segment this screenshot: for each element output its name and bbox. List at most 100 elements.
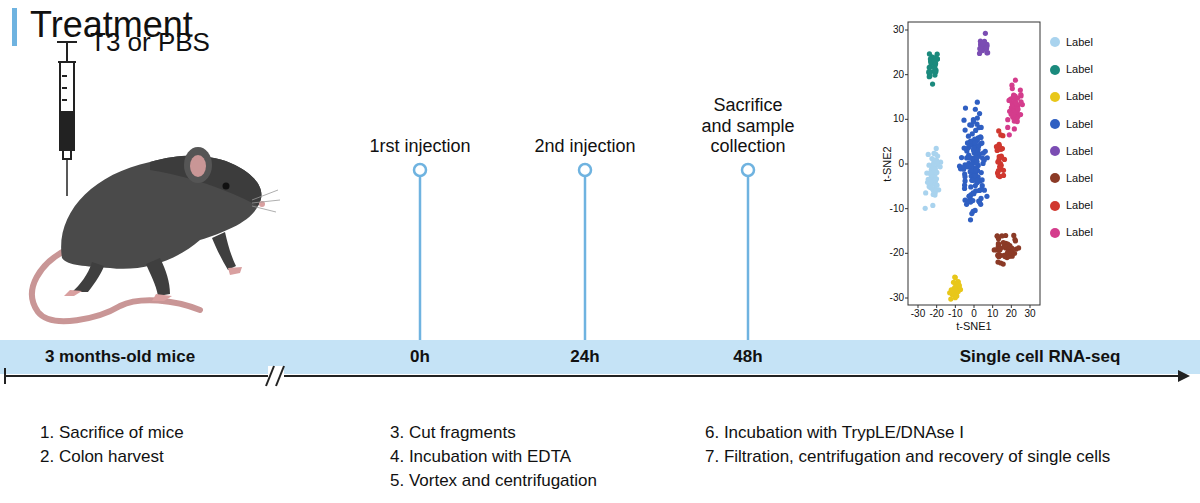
tsne-point — [968, 184, 973, 189]
tick — [1030, 305, 1031, 308]
tsne-point — [927, 65, 932, 70]
tsne-point — [973, 183, 978, 188]
tsne-point — [933, 177, 938, 182]
protocol-step: 6. Incubation with TrypLE/DNAse I — [705, 423, 964, 443]
tsne-point — [1005, 117, 1010, 122]
legend-entry: Label — [1050, 118, 1093, 131]
tsne-point — [968, 217, 973, 222]
tsne-point — [977, 111, 982, 116]
protocol-step: 3. Cut fragments — [390, 423, 516, 443]
tick — [905, 119, 908, 120]
tsne-point — [959, 155, 964, 160]
tsne-point — [971, 119, 976, 124]
tsne-point — [930, 81, 935, 86]
legend-swatch — [1050, 146, 1060, 156]
tsne-point — [995, 233, 1000, 238]
legend-swatch — [1050, 92, 1060, 102]
tsne-point — [952, 274, 957, 279]
tsne-point — [934, 146, 939, 151]
tsne-point — [948, 296, 953, 301]
tsne-point — [1001, 240, 1006, 245]
tsne-point — [1016, 245, 1021, 250]
tsne-point — [927, 74, 932, 79]
tsne-point — [983, 149, 988, 154]
tsne-point — [977, 46, 982, 51]
tsne-point — [926, 152, 931, 157]
tick — [905, 298, 908, 299]
axis-tick-label: 10 — [893, 114, 904, 126]
tsne-point — [992, 247, 997, 252]
tick — [905, 164, 908, 165]
tsne-point — [956, 283, 961, 288]
protocol-step: 5. Vortex and centrifugation — [390, 471, 597, 491]
tsne-point — [985, 155, 990, 160]
tsne-point — [969, 178, 974, 183]
tsne-point — [996, 254, 1001, 259]
legend-text: Label — [1066, 36, 1093, 49]
tsne-point — [970, 178, 975, 183]
axis-tick-label: 20 — [1006, 308, 1017, 320]
event-label: 1rst injection — [368, 136, 472, 157]
tsne-point — [923, 190, 928, 195]
tsne-point — [975, 100, 980, 105]
tsne-point — [927, 51, 932, 56]
axis-title: t-SNE1 — [956, 320, 991, 333]
tsne-point — [934, 158, 939, 163]
legend-swatch — [1050, 37, 1060, 47]
tick — [918, 305, 919, 308]
legend-text: Label — [1066, 145, 1093, 158]
tsne-point — [1007, 132, 1012, 137]
tsne-point — [975, 178, 980, 183]
tsne-point — [980, 41, 985, 46]
tsne-point — [980, 177, 985, 182]
legend-entry: Label — [1050, 199, 1093, 212]
tsne-point — [1018, 99, 1023, 104]
tsne-point — [923, 206, 928, 211]
tsne-point — [974, 159, 979, 164]
tsne-point — [1018, 112, 1023, 117]
tsne-point — [961, 118, 966, 123]
tick — [905, 74, 908, 75]
tsne-point — [963, 128, 968, 133]
tsne-point — [1006, 98, 1011, 103]
legend-swatch — [1050, 201, 1060, 211]
axis-tick-label: 30 — [893, 24, 904, 36]
timeline-label: Single cell RNA-seq — [960, 347, 1121, 367]
tsne-point — [972, 140, 977, 145]
tsne-point — [1013, 238, 1018, 243]
axis-tick-label: 20 — [893, 69, 904, 81]
tsne-point — [978, 135, 983, 140]
tsne-point — [926, 163, 931, 168]
axis-tick-label: 10 — [987, 308, 998, 320]
tsne-point — [1009, 112, 1014, 117]
title-bar — [12, 8, 17, 46]
tsne-point — [933, 61, 938, 66]
legend-text: Label — [1066, 226, 1093, 239]
tsne-point — [999, 233, 1004, 238]
tick — [955, 305, 956, 308]
tsne-point — [933, 151, 938, 156]
tick — [905, 208, 908, 209]
axis-tick-label: -30 — [911, 308, 925, 320]
timeline-pins — [414, 164, 754, 340]
tsne-point — [1005, 125, 1010, 130]
tsne-point — [984, 46, 989, 51]
axis-tick-label: -10 — [890, 203, 904, 215]
tsne-point — [962, 183, 967, 188]
axis-tick-label: 0 — [971, 308, 977, 320]
tsne-point — [997, 174, 1002, 179]
tsne-point — [962, 174, 967, 179]
legend-entry: Label — [1050, 172, 1093, 185]
tsne-point — [997, 164, 1002, 169]
axis-tick-label: -20 — [890, 248, 904, 260]
tsne-point — [984, 194, 989, 199]
timeline-band-node: 3 months-old mice0h24h48hSingle cell RNA… — [0, 340, 1200, 374]
timeline-label: 3 months-old mice — [45, 347, 195, 367]
axis-tick-label: -20 — [929, 308, 943, 320]
tsne-point — [928, 64, 933, 69]
treatment-label: T3 or PBS — [90, 28, 210, 58]
tsne-point — [967, 156, 972, 161]
tsne-point — [929, 185, 934, 190]
protocol-step: 2. Colon harvest — [40, 447, 164, 467]
timeline-label: 48h — [733, 347, 762, 367]
